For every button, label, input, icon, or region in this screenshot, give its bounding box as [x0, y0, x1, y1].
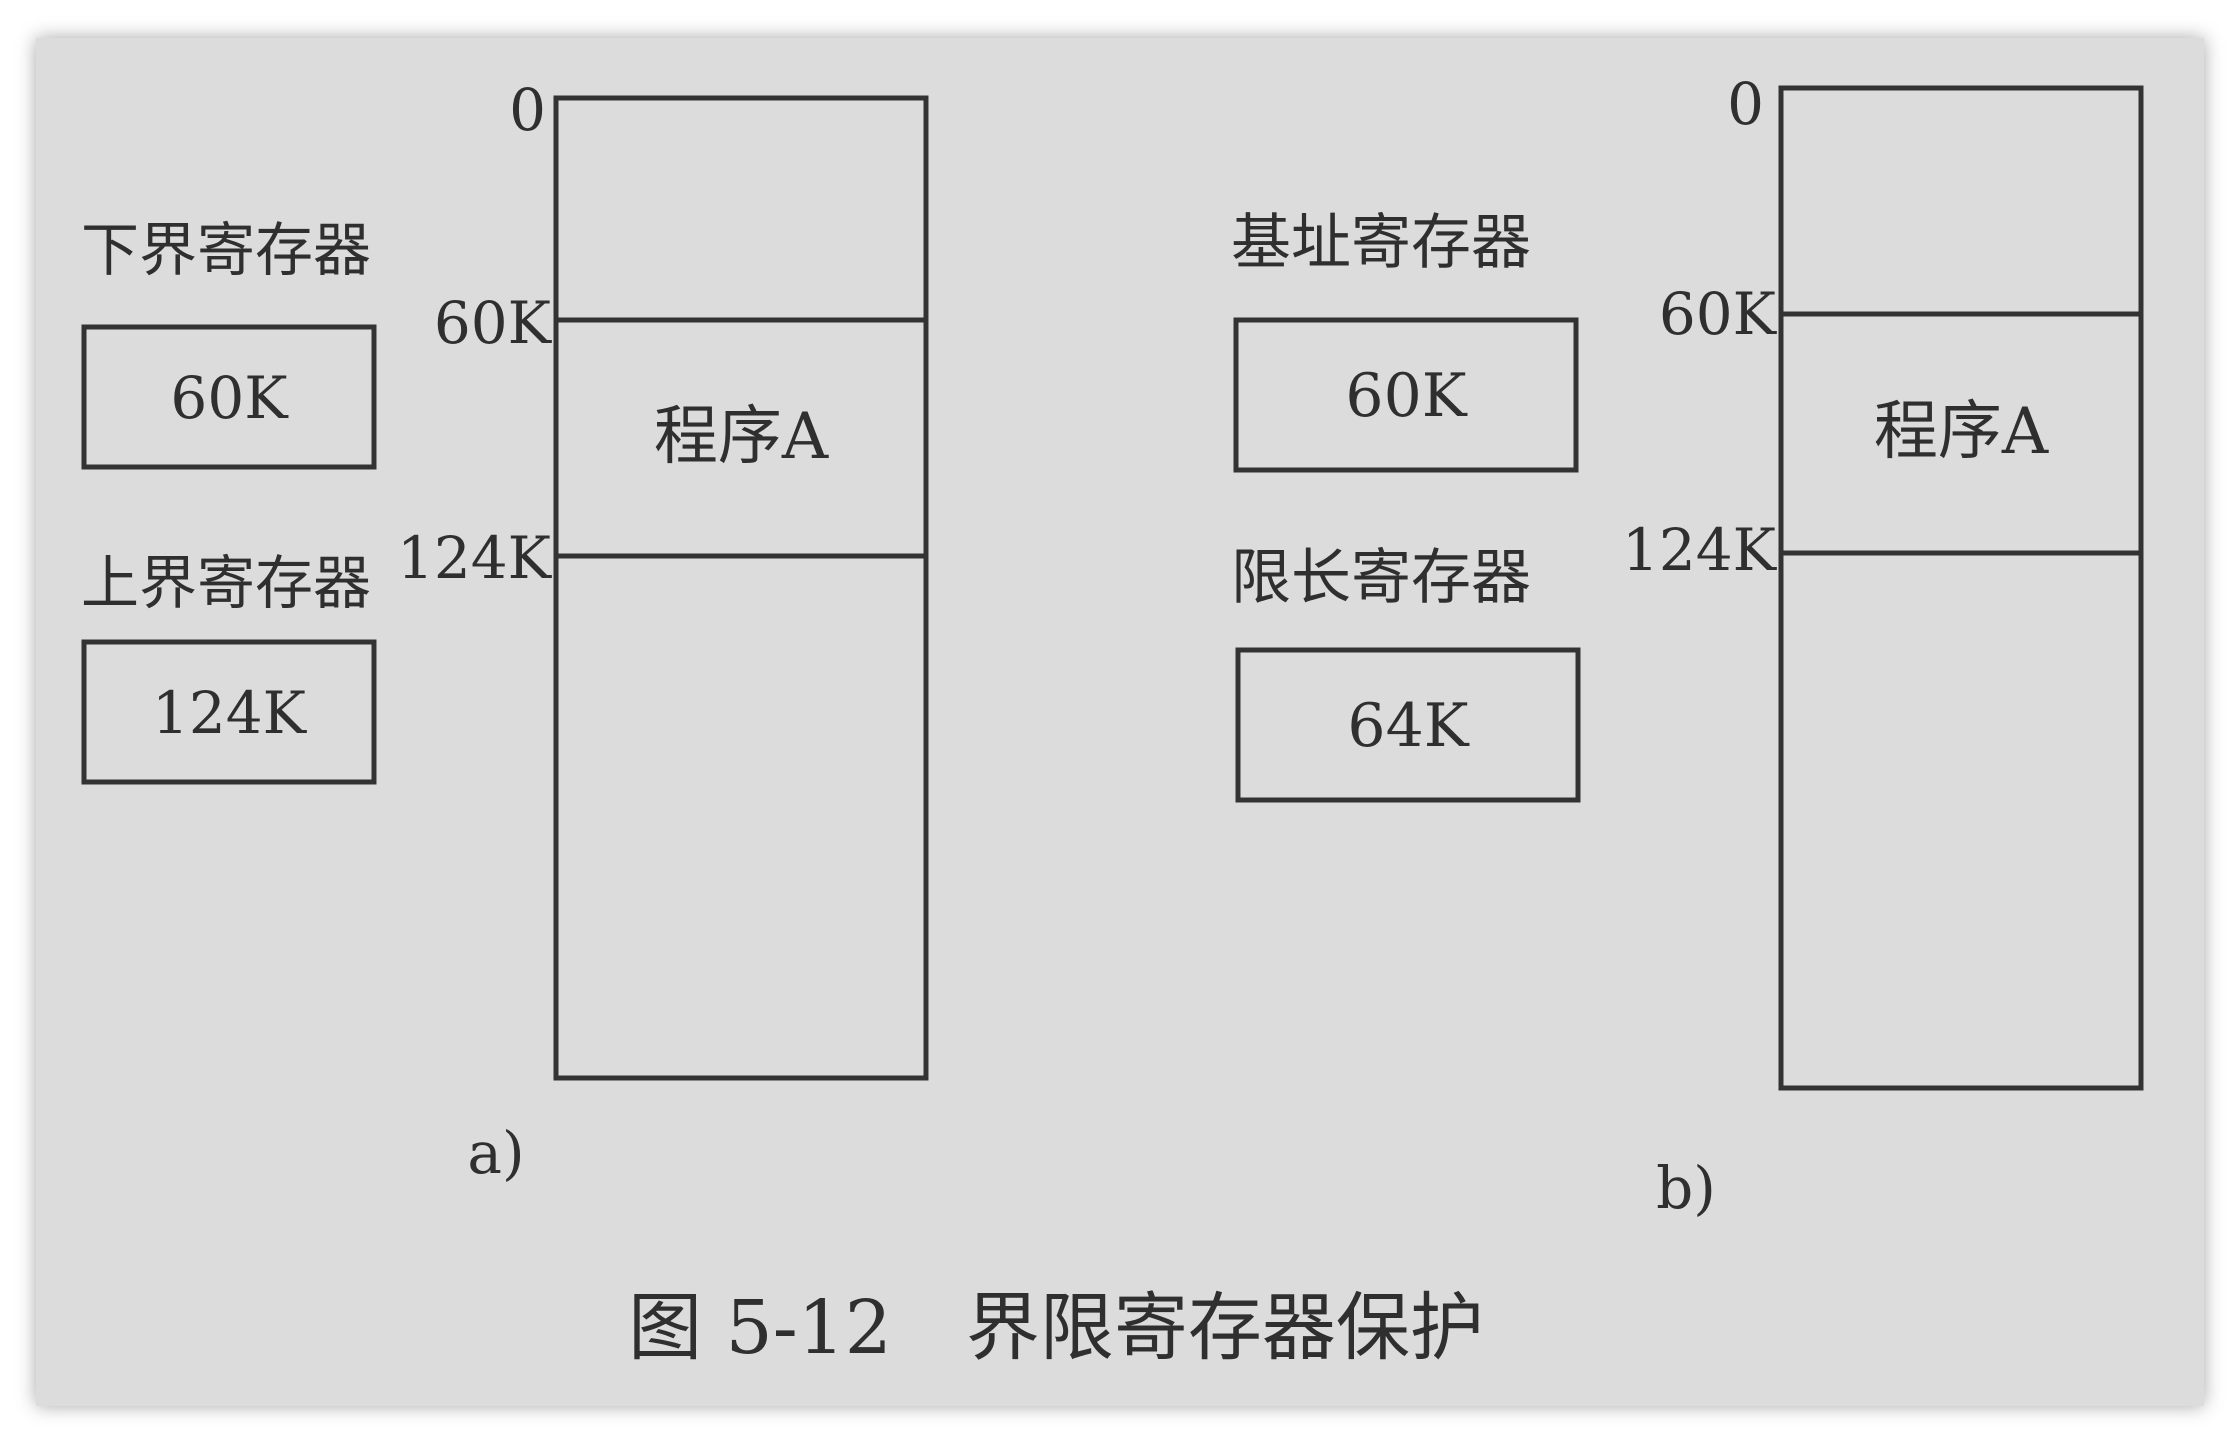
address-label-a-60k: 60K [434, 289, 553, 357]
figure-caption: 图 5-12 界限寄存器保护 [628, 1285, 1484, 1371]
boundary-register-diagram: 下界寄存器 60K 上界寄存器 124K 0 60K 124K 程序A a) 基… [81, 70, 2144, 1371]
base-register-label: 基址寄存器 [1231, 208, 1531, 278]
limit-register-box [1235, 647, 1581, 803]
base-register-value: 60K [1345, 361, 1467, 431]
limit-register-label: 限长寄存器 [1231, 543, 1531, 613]
base-register-box [1233, 317, 1579, 473]
upper-register-label: 上界寄存器 [81, 549, 371, 617]
panel-b-caption: b) [1656, 1154, 1716, 1222]
upper-register-box [81, 639, 377, 785]
address-label-b-124k: 124K [1622, 516, 1778, 584]
address-label-a-0: 0 [509, 76, 546, 144]
panel-a-caption: a) [467, 1119, 524, 1187]
program-a-label-panel-b: 程序A [1874, 395, 2049, 469]
lower-register-label: 下界寄存器 [81, 216, 371, 284]
figure-frame: 下界寄存器 60K 上界寄存器 124K 0 60K 124K 程序A a) 基… [36, 38, 2204, 1406]
memory-column-a [553, 95, 929, 1081]
upper-register-value: 124K [152, 679, 308, 747]
lower-register-box [81, 324, 377, 470]
panel-a: 下界寄存器 60K 上界寄存器 124K 0 60K 124K 程序A a) [81, 76, 929, 1187]
address-label-b-0: 0 [1727, 70, 1764, 138]
panel-b: 基址寄存器 60K 限长寄存器 64K 0 60K 124K 程序A b) [1231, 70, 2144, 1222]
program-a-label-panel-a: 程序A [654, 400, 829, 474]
memory-column-b [1778, 85, 2144, 1091]
address-label-b-60k: 60K [1659, 280, 1778, 348]
limit-register-value: 64K [1347, 691, 1469, 761]
lower-register-value: 60K [170, 364, 289, 432]
address-label-a-124k: 124K [397, 524, 553, 592]
